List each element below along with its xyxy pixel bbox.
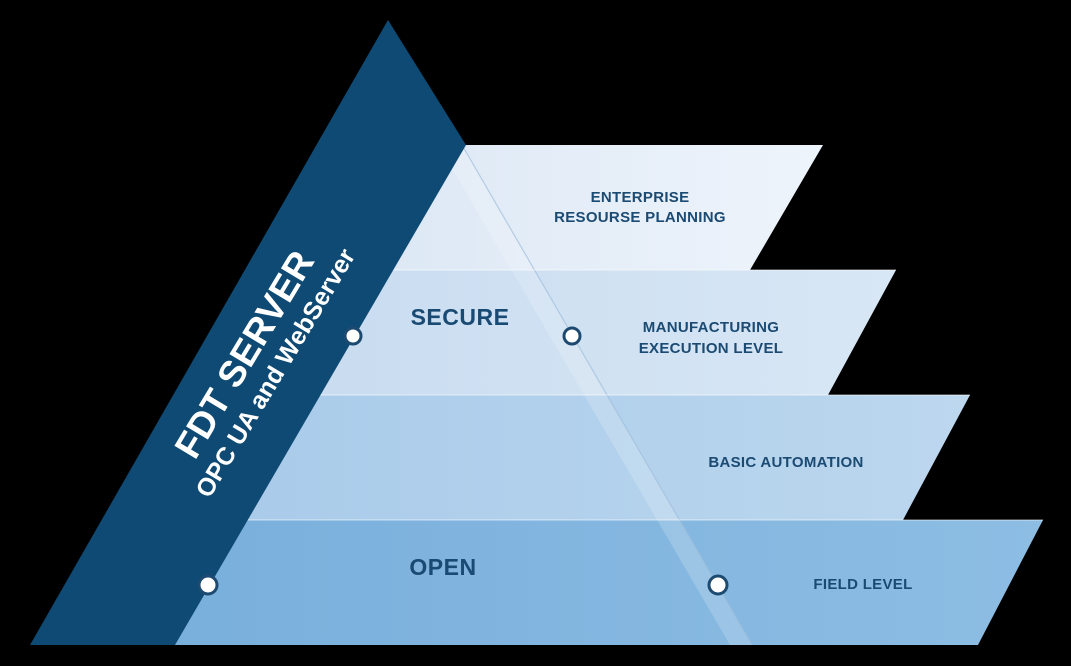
level-field-label: FIELD LEVEL bbox=[813, 576, 912, 593]
secure-right-node bbox=[562, 326, 582, 346]
server-panel bbox=[30, 20, 466, 645]
level-mes-line2: EXECUTION LEVEL bbox=[639, 340, 784, 357]
open-band: OPEN bbox=[197, 554, 729, 596]
level-enterprise-band bbox=[382, 145, 823, 270]
level-basic-automation: BASIC AUTOMATION bbox=[232, 395, 970, 520]
open-right-node bbox=[707, 574, 729, 596]
open-left-node bbox=[197, 574, 219, 596]
open-label: OPEN bbox=[409, 554, 476, 580]
level-enterprise-line1: ENTERPRISE bbox=[591, 189, 690, 206]
level-enterprise-line2: RESOURSE PLANNING bbox=[554, 209, 726, 226]
level-mes-line1: MANUFACTURING bbox=[643, 319, 779, 336]
secure-left-node bbox=[343, 326, 363, 346]
level-field: FIELD LEVEL bbox=[158, 520, 1043, 645]
secure-band: SECURE bbox=[343, 304, 582, 346]
level-field-band bbox=[158, 520, 1043, 645]
level-enterprise: ENTERPRISE RESOURSE PLANNING bbox=[382, 145, 823, 270]
level-mes: MANUFACTURING EXECUTION LEVEL bbox=[307, 270, 896, 395]
level-basic-automation-band bbox=[232, 395, 970, 520]
level-basic-automation-label: BASIC AUTOMATION bbox=[708, 454, 863, 471]
level-mes-band bbox=[307, 270, 896, 395]
secure-label: SECURE bbox=[411, 304, 510, 330]
